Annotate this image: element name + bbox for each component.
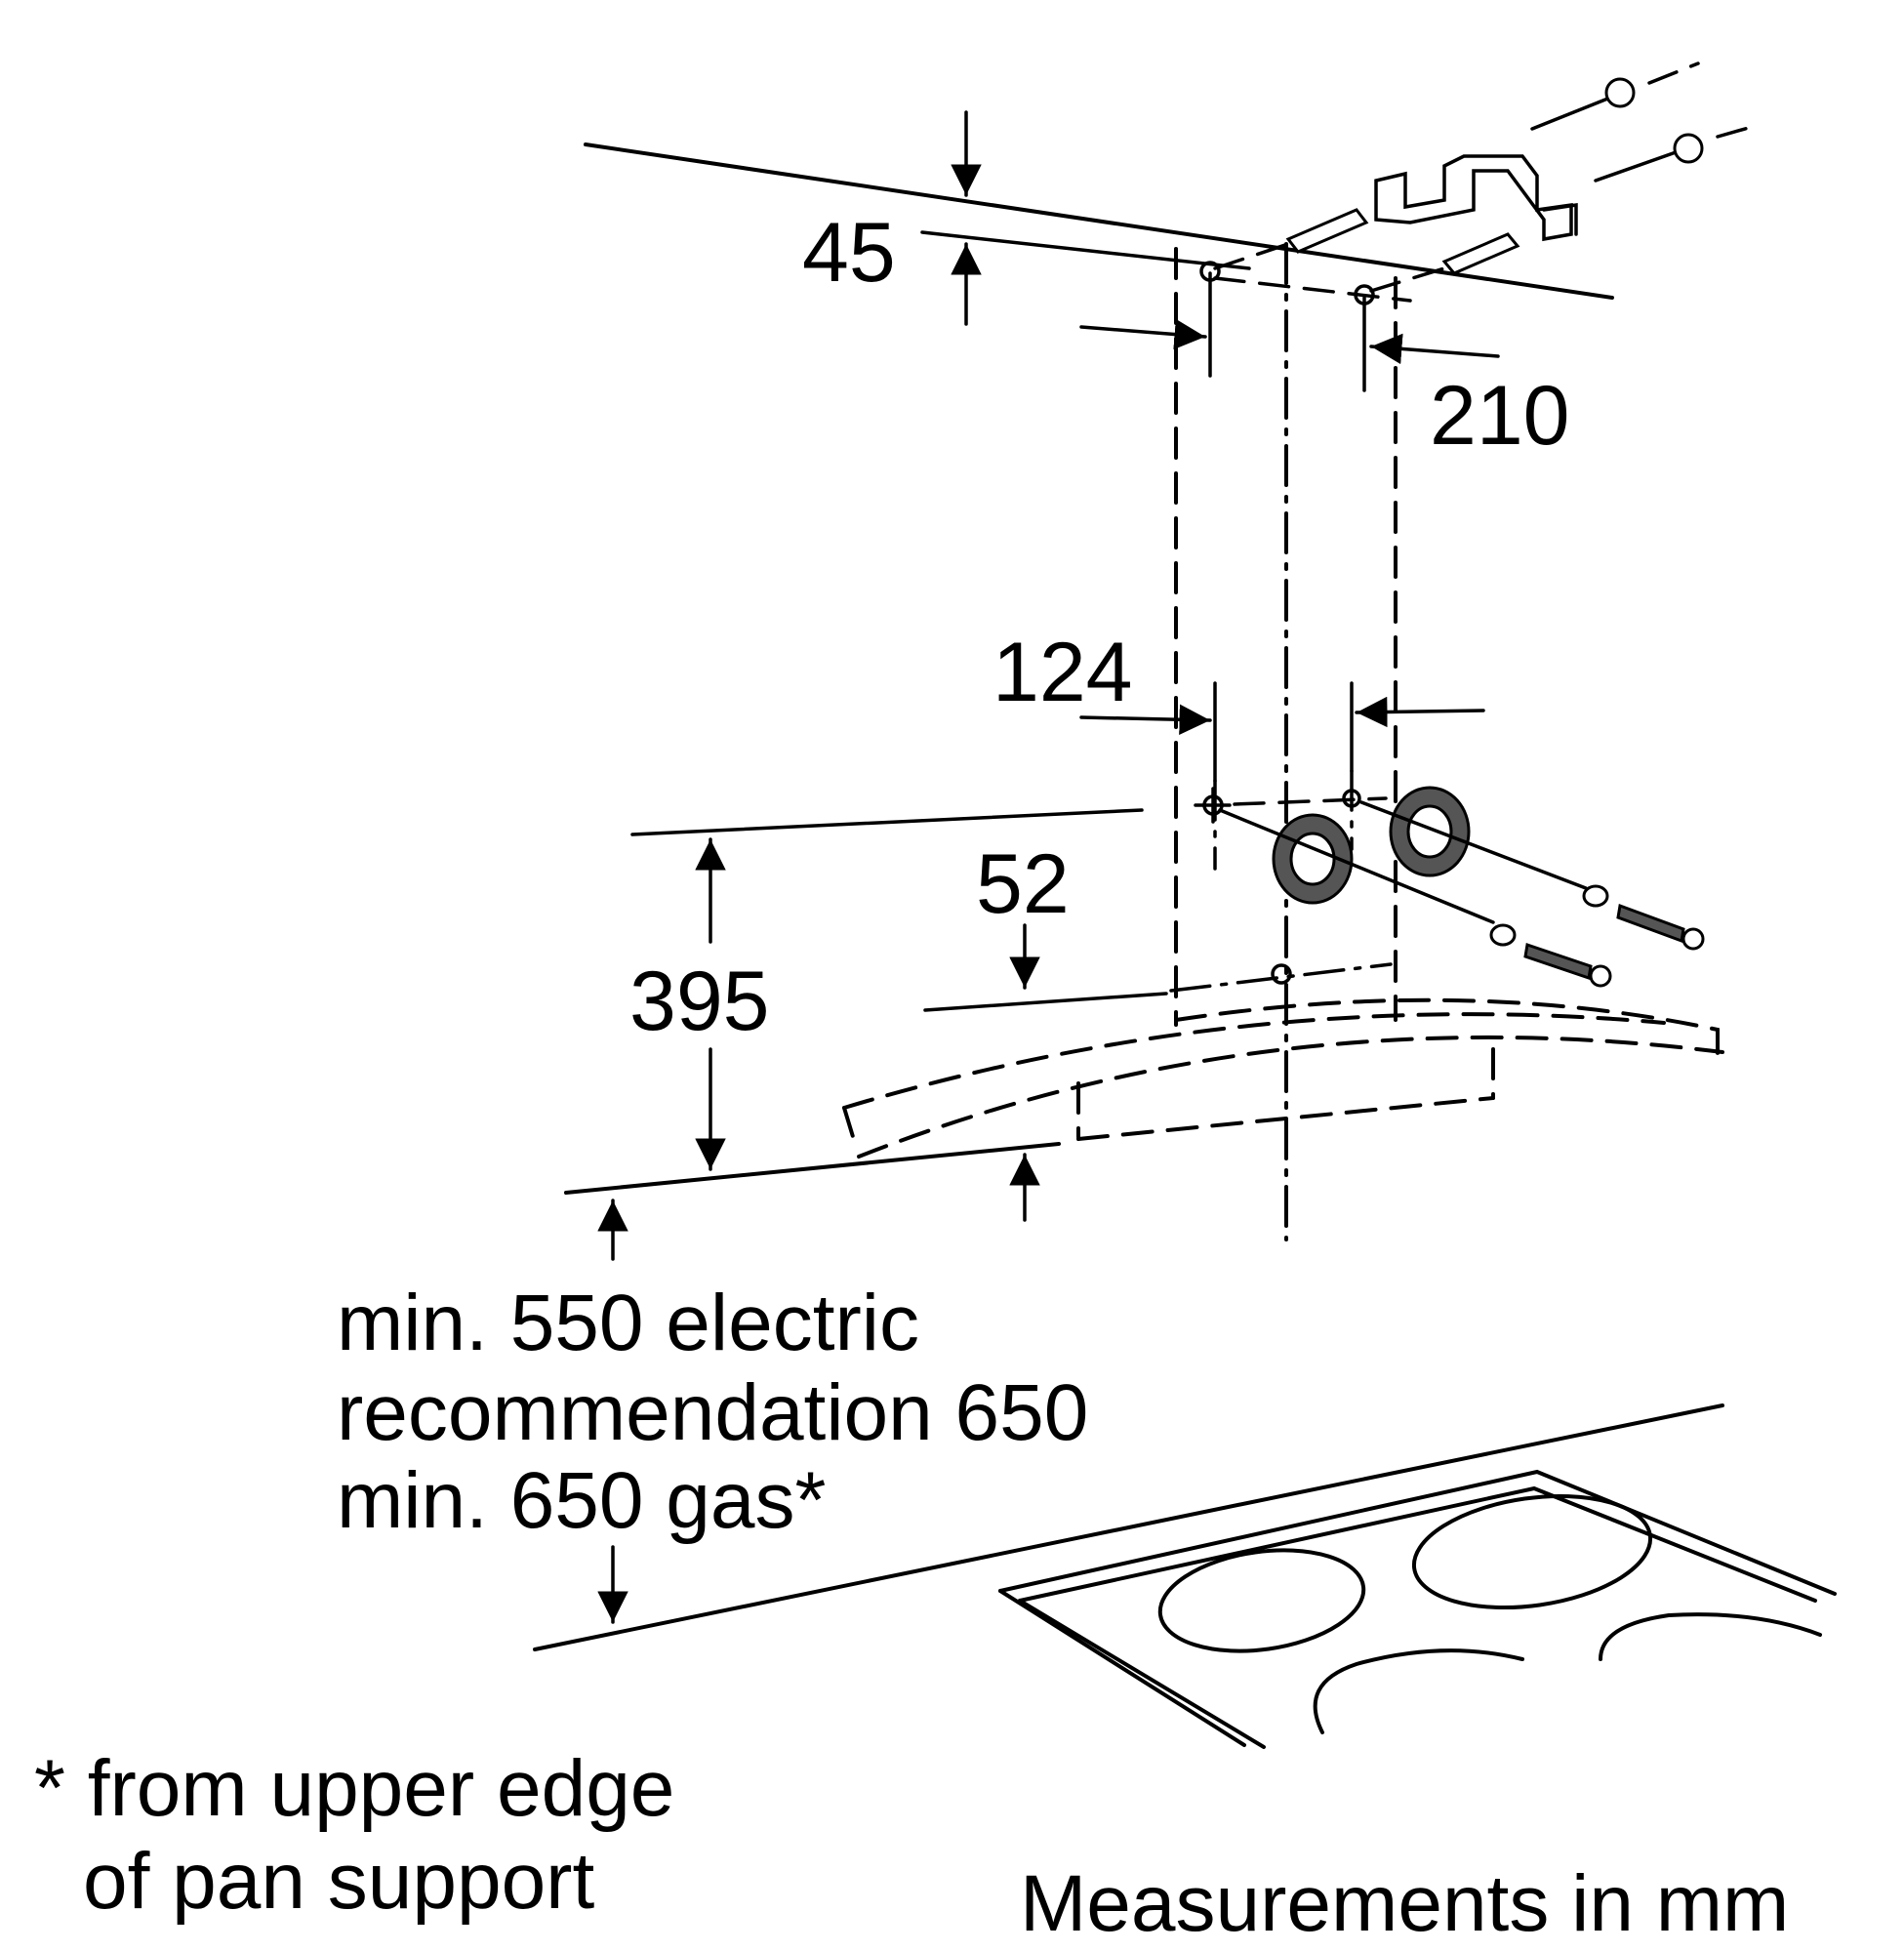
dimension-45-label: 45: [802, 206, 896, 300]
top-screw-left: [1530, 61, 1700, 131]
mid-screw-right: [1582, 884, 1705, 951]
dimension-395-label: 395: [629, 955, 770, 1048]
footnote-line-1: * from upper edge: [34, 1744, 674, 1833]
hob-burner-back-left: [1157, 1548, 1366, 1653]
hob-outline: [998, 1469, 1837, 1749]
worktop-line: [533, 1403, 1724, 1651]
hood-underside-marker: [564, 1142, 1061, 1261]
dimension-52-label: 52: [976, 837, 1070, 931]
units-note: Measurements in mm: [1020, 1859, 1789, 1948]
hob-burner-front-right: [1599, 1612, 1822, 1661]
chimney-outline: [1174, 242, 1412, 1241]
top-wall-plug-left: [1213, 208, 1369, 270]
dimension-52-marker: [923, 923, 1393, 1012]
hob-burner-front-left: [1313, 1648, 1524, 1734]
clearance-gas-label: min. 650 gas*: [337, 1456, 826, 1545]
dimension-395-marker: [630, 808, 1144, 1171]
top-screw-right: [1594, 125, 1754, 183]
mid-holes: [1194, 787, 1388, 824]
dimension-210-marker: [1079, 271, 1500, 392]
clearance-recommendation-label: recommendation 650: [337, 1368, 1088, 1457]
dimension-124-label: 124: [993, 626, 1133, 719]
wall-bracket: [1374, 154, 1578, 242]
mid-screw-left: [1489, 923, 1612, 988]
mid-wall-plug-left: [1218, 808, 1495, 924]
hob-burner-back-right: [1411, 1493, 1653, 1610]
top-wall-plug-right: [1369, 232, 1520, 293]
dimension-45-marker: [920, 110, 1251, 326]
clearance-electric-label: min. 550 electric: [337, 1279, 919, 1367]
hood-canopy-outline: [842, 997, 1724, 1159]
ceiling-line: [584, 142, 1614, 300]
mid-wall-plug-right: [1359, 786, 1588, 890]
footnote-line-2: of pan support: [83, 1837, 594, 1926]
dimension-210-label: 210: [1430, 369, 1570, 463]
